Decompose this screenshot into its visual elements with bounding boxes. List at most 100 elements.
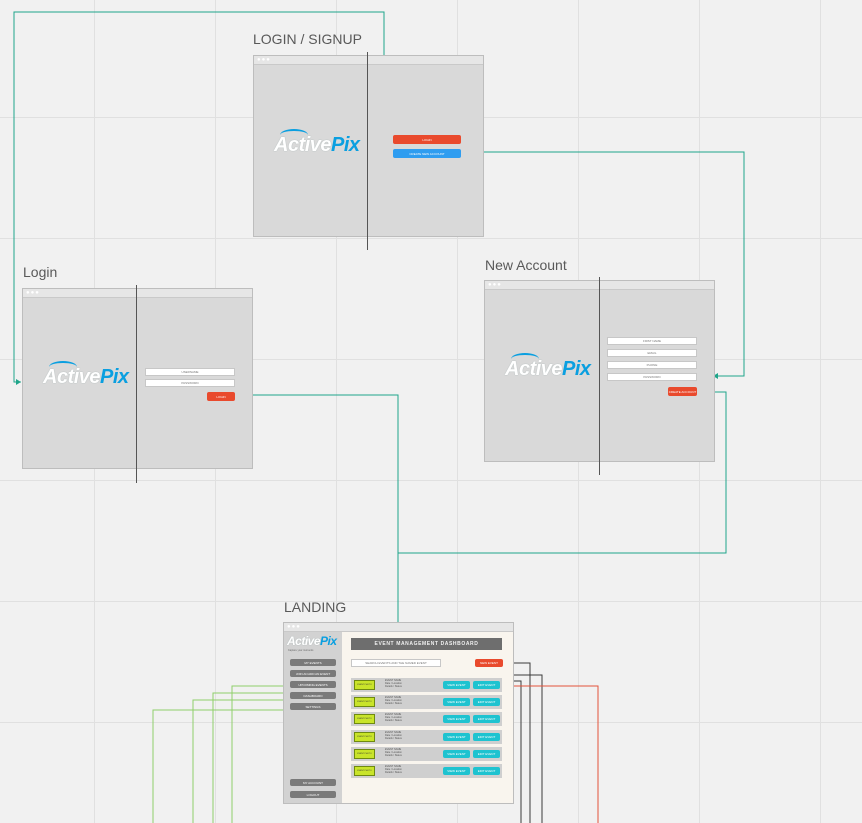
view-event-button[interactable]: VIEW EVENT xyxy=(443,732,470,741)
search-input[interactable]: SEARCH EVENTS AND THE NAMED EVENT xyxy=(351,659,441,667)
arrowhead-new-account xyxy=(713,373,718,379)
create-account-button[interactable]: CREATE NEW ACCOUNT xyxy=(393,149,461,158)
logo-tagline: Capture your moments xyxy=(288,649,314,652)
window-dots-icon: ●●● xyxy=(257,57,271,63)
connector-sidebar-3 xyxy=(192,699,288,823)
event-date: Date / Location xyxy=(385,733,402,737)
frame-title-new-account: New Account xyxy=(485,257,567,273)
divider-line xyxy=(136,285,137,483)
event-thumbnail: EVENT PHOTO xyxy=(354,766,375,776)
activepix-logo: ActivePix xyxy=(43,361,129,389)
arrowhead-login xyxy=(16,379,21,385)
divider-line xyxy=(599,277,600,475)
first-name-field[interactable]: FIRST NAME xyxy=(607,337,697,345)
connector-sidebar-1 xyxy=(231,685,288,823)
frame-new-account: ●●● ActivePix FIRST NAME EMAIL PHONE PAS… xyxy=(484,277,715,475)
event-date: Date / Location xyxy=(385,768,402,771)
view-event-button[interactable]: VIEW EVENT xyxy=(443,767,470,775)
create-account-submit-button[interactable]: CREATE ACCOUNT xyxy=(668,387,697,396)
connector-login-to-landing xyxy=(234,394,399,622)
window-dots-icon: ●●● xyxy=(488,282,502,288)
frame-login-signup: ●●● ActivePix LOGIN CREATE NEW ACCOUNT xyxy=(253,52,484,250)
login-submit-button[interactable]: LOGIN xyxy=(207,392,235,401)
view-event-button[interactable]: VIEW EVENT xyxy=(443,698,470,707)
password-field[interactable]: PASSWORD xyxy=(145,379,235,387)
frame-title-login-signup: LOGIN / SIGNUP xyxy=(253,31,362,47)
sidebar-item-logout[interactable]: LOGOUT xyxy=(290,791,336,798)
event-date: Date / Location xyxy=(385,716,402,720)
sidebar-item-my-events[interactable]: MY EVENTS xyxy=(290,659,336,666)
window-bar: ●●● xyxy=(23,289,252,298)
view-event-button[interactable]: VIEW EVENT xyxy=(443,749,470,758)
logo-swoosh-icon xyxy=(49,361,77,373)
logo-swoosh-icon xyxy=(280,129,308,141)
connector-delete-event xyxy=(501,685,599,823)
event-date: Date / Location xyxy=(385,699,402,703)
connector-sidebar-4 xyxy=(152,709,288,823)
sidebar-item-upcoming-events[interactable]: UPCOMING EVENTS xyxy=(290,681,336,688)
login-button[interactable]: LOGIN xyxy=(393,135,461,144)
window-dots-icon: ●●● xyxy=(26,290,40,296)
landing-sidebar: ActivePix Capture your moments MY EVENTS… xyxy=(284,632,342,803)
event-thumbnail: EVENT PHOTO xyxy=(354,680,375,690)
sidebar-item-my-account[interactable]: MY ACCOUNT xyxy=(290,779,336,786)
event-details: Details / Status xyxy=(385,771,402,774)
username-field[interactable]: USERNAME xyxy=(145,368,235,376)
view-event-button[interactable]: VIEW EVENT xyxy=(443,681,470,689)
event-details: Details / Status xyxy=(385,702,402,706)
activepix-logo: ActivePix xyxy=(274,129,360,157)
event-name: EVENT NAME xyxy=(385,679,402,682)
divider-line xyxy=(367,52,368,250)
connector-signup-create-to-new-account xyxy=(460,151,745,377)
event-name: EVENT NAME xyxy=(385,730,402,734)
edit-event-button[interactable]: EDIT EVENT xyxy=(473,732,500,741)
event-details: Details / Status xyxy=(385,736,402,740)
landing-main: EVENT MANAGEMENT DASHBOARD SEARCH EVENTS… xyxy=(342,632,513,803)
sidebar-item-dashboard[interactable]: DASHBOARD xyxy=(290,692,336,699)
event-thumbnail: EVENT PHOTO xyxy=(354,731,375,742)
activepix-logo: ActivePix xyxy=(505,353,591,381)
edit-event-button[interactable]: EDIT EVENT xyxy=(473,715,500,724)
sidebar-item-settings[interactable]: SETTINGS xyxy=(290,703,336,710)
edit-event-button[interactable]: EDIT EVENT xyxy=(473,698,500,707)
event-details: Details / Status xyxy=(385,753,402,757)
phone-field[interactable]: PHONE xyxy=(607,361,697,369)
frame-landing: ●●● ActivePix Capture your moments MY EV… xyxy=(283,622,514,804)
edit-event-button[interactable]: EDIT EVENT xyxy=(473,767,500,775)
event-thumbnail: EVENT PHOTO xyxy=(354,697,375,708)
event-name: EVENT NAME xyxy=(385,765,402,768)
frame-login: ●●● ActivePix USERNAME PASSWORD LOGIN xyxy=(22,285,253,483)
dashboard-title: EVENT MANAGEMENT DASHBOARD xyxy=(351,638,502,650)
event-name: EVENT NAME xyxy=(385,696,402,700)
view-event-button[interactable]: VIEW EVENT xyxy=(443,715,470,724)
sidebar-item-join-event[interactable]: JOIN AN ADD AN EVENT xyxy=(290,670,336,677)
edit-event-button[interactable]: EDIT EVENT xyxy=(473,749,500,758)
window-bar: ●●● xyxy=(284,623,513,632)
password-field[interactable]: PASSWORD xyxy=(607,373,697,381)
event-name: EVENT NAME xyxy=(385,747,402,751)
logo-swoosh-icon xyxy=(511,353,539,365)
event-date: Date / Location xyxy=(385,750,402,754)
email-field[interactable]: EMAIL xyxy=(607,349,697,357)
event-name: EVENT NAME xyxy=(385,713,402,717)
event-thumbnail: EVENT PHOTO xyxy=(354,748,375,759)
new-event-button[interactable]: NEW EVENT xyxy=(475,659,503,667)
event-date: Date / Location xyxy=(385,682,402,685)
edit-event-button[interactable]: EDIT EVENT xyxy=(473,681,500,689)
connector-sidebar-2 xyxy=(212,692,288,823)
window-bar: ●●● xyxy=(254,56,483,65)
activepix-logo-small: ActivePix xyxy=(287,634,337,648)
event-details: Details / Status xyxy=(385,719,402,723)
frame-title-login: Login xyxy=(23,264,58,280)
